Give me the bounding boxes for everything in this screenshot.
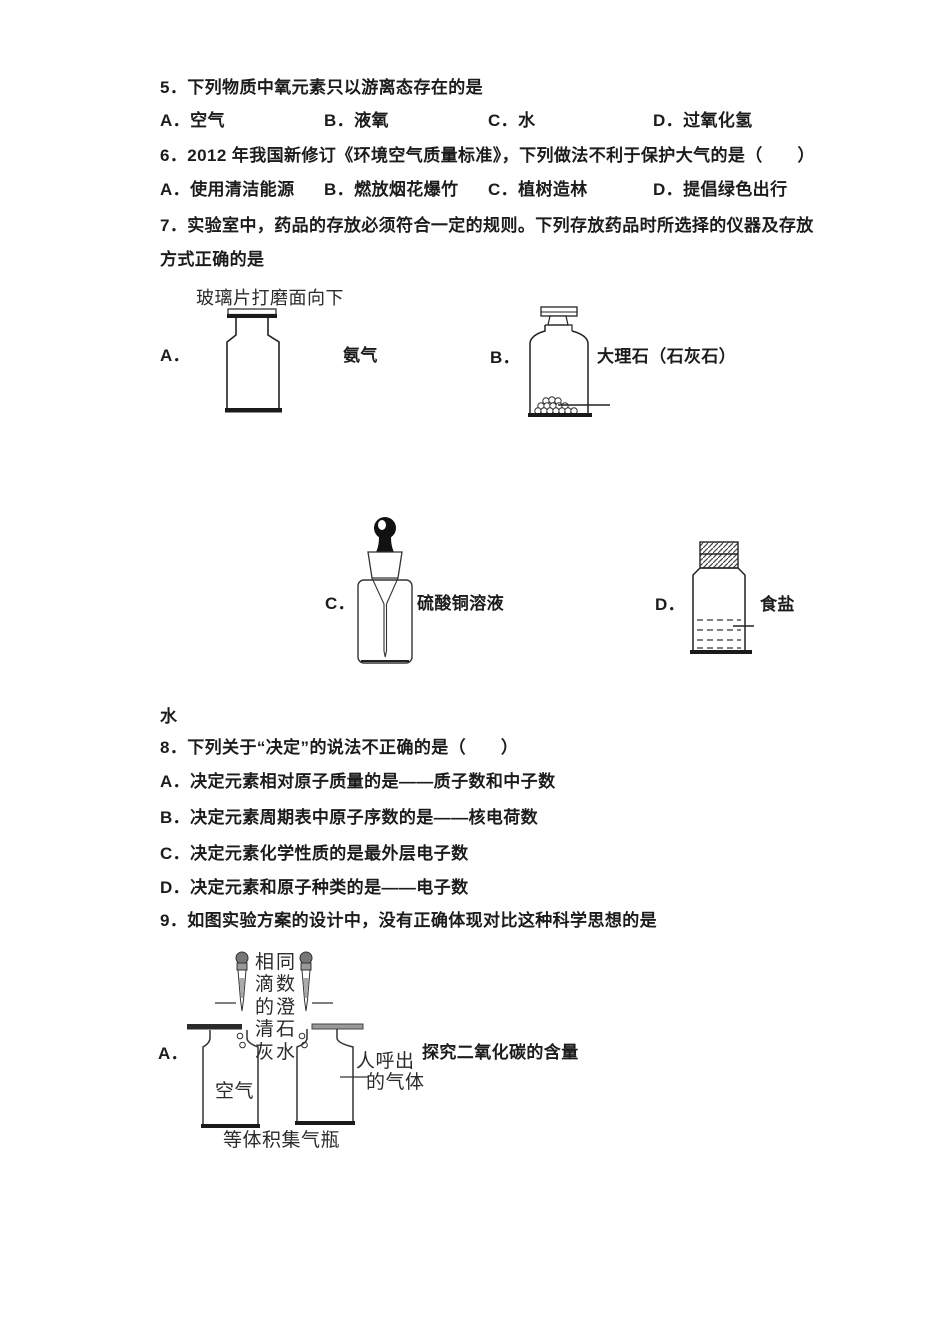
question-7-option-c-label: C．	[325, 594, 356, 613]
question-8-option-a: A．决定元素相对原子质量的是——质子数和中子数	[160, 772, 556, 791]
question-5-option-c: C．水	[488, 111, 536, 130]
limewater-note-row: 清石	[254, 1019, 297, 1041]
question-5-stem: 5．下列物质中氧元素只以游离态存在的是	[160, 78, 484, 97]
question-6-option-d: D．提倡绿色出行	[653, 180, 788, 199]
limewater-note-row: 相同	[254, 952, 297, 973]
limewater-note-row: 的澄	[254, 996, 297, 1018]
question-7-option-b-substance: 大理石（石灰石）	[597, 347, 737, 366]
question-8-stem: 8．下列关于“决定”的说法不正确的是（ ）	[160, 738, 519, 757]
question-5-option-a: A．空气	[160, 111, 225, 130]
question-7-option-b-label: B．	[490, 348, 521, 367]
question-7-trailing-note: 水	[160, 707, 178, 726]
question-9-stem: 9．如图实验方案的设计中，没有正确体现对比这种科学思想的是	[160, 911, 658, 930]
question-8-option-d: D．决定元素和原子种类的是——电子数	[160, 878, 469, 897]
question-6-option-b: B．燃放烟花爆竹	[324, 180, 459, 199]
question-6-stem: 6．2012 年我国新修订《环境空气质量标准》，下列做法不利于保护大气的是（ ）	[160, 146, 815, 165]
question-7-stem-line1: 7．实验室中，药品的存放必须符合一定的规则。下列存放药品时所选择的仪器及存放	[160, 216, 814, 235]
limewater-note-row: 灰水	[254, 1041, 297, 1063]
glass-plate-note: 玻璃片打磨面向下	[196, 288, 344, 308]
question-6-option-c: C．植树造林	[488, 180, 588, 199]
experiment-purpose-caption: 探究二氧化碳的含量	[422, 1043, 579, 1062]
stoppered-bottle-with-marble-illustration	[528, 306, 610, 417]
question-9-option-a-label: A．	[158, 1044, 189, 1063]
question-7-option-d-label: D．	[655, 595, 686, 614]
limewater-note: 相同 滴数 的澄 清石 灰水	[253, 952, 299, 1064]
dropper-bottle-illustration	[357, 517, 413, 664]
exhaled-gas-label-line2: 的气体	[366, 1072, 425, 1093]
question-7-option-d-substance: 食盐	[760, 595, 795, 614]
limewater-note-row: 滴数	[254, 974, 297, 996]
question-8-option-c: C．决定元素化学性质的是最外层电子数	[160, 844, 469, 863]
exhaled-gas-label-line1: 人呼出	[356, 1051, 415, 1072]
air-bottle-label: 空气	[215, 1081, 255, 1102]
gas-bottle-with-glass-plate-illustration	[225, 308, 282, 413]
question-7-option-c-substance: 硫酸铜溶液	[417, 594, 504, 613]
question-5-option-b: B．液氧	[324, 111, 389, 130]
screw-cap-bottle-illustration	[690, 541, 754, 654]
question-5-option-d: D．过氧化氢	[653, 111, 753, 130]
equal-volume-bottles-caption: 等体积集气瓶	[223, 1130, 341, 1151]
question-7-option-a-label: A．	[160, 346, 191, 365]
question-7-stem-line2: 方式正确的是	[160, 250, 265, 269]
comparison-experiment-illustration	[187, 951, 369, 1128]
question-6-option-a: A．使用清洁能源	[160, 180, 295, 199]
question-8-option-b: B．决定元素周期表中原子序数的是——核电荷数	[160, 808, 539, 827]
question-7-option-a-substance: 氨气	[343, 346, 378, 365]
